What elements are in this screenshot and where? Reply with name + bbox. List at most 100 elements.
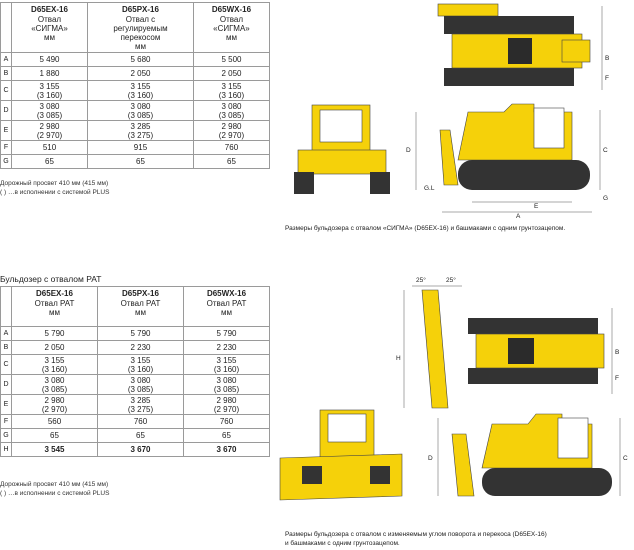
- row-label: F: [0, 140, 12, 155]
- table-cell: 3 285 (3 275): [97, 394, 184, 415]
- table-cell: 3 285 (3 275): [87, 120, 194, 141]
- corner-cell: [0, 2, 12, 53]
- table-cell: 3 670: [97, 442, 184, 457]
- dim-label-b: B: [605, 55, 609, 62]
- plus-system-note: ( ) …в исполнении с системой PLUS: [0, 189, 110, 196]
- row-label: D: [0, 100, 12, 121]
- row-label: E: [0, 394, 12, 415]
- table-cell: 2 980 (2 970): [10, 120, 89, 141]
- table-cell: 3 155 (3 160): [10, 80, 89, 101]
- table-cell: 65: [11, 428, 98, 443]
- dim-label-d-pat: D: [428, 455, 433, 462]
- table-cell: 65: [183, 428, 270, 443]
- table-cell: 5 490: [10, 52, 89, 67]
- angle-label-right: 25°: [446, 276, 456, 284]
- table-cell: 3 080 (3 085): [87, 100, 194, 121]
- row-label: A: [0, 52, 12, 67]
- table-cell: 5 790: [183, 326, 270, 341]
- corner-cell: [0, 286, 12, 327]
- caption-pat-line2: и башмаками с одним грунтозацепом.: [285, 540, 400, 547]
- table-cell: 65: [97, 428, 184, 443]
- table-cell: 510: [10, 140, 89, 155]
- table-cell: 2 980 (2 970): [183, 394, 270, 415]
- caption-sigma: Размеры бульдозера с отвалом «СИГМА» (D6…: [285, 225, 566, 232]
- table-cell: 3 545: [11, 442, 98, 457]
- dim-label-gl: G.L: [424, 185, 435, 192]
- top-view-pat: 25° 25° H B F: [396, 276, 619, 409]
- row-label: G: [0, 154, 12, 169]
- row-label: C: [0, 80, 12, 101]
- row-label: F: [0, 414, 12, 429]
- table-cell: 65: [10, 154, 89, 169]
- table-cell: 760: [97, 414, 184, 429]
- table-cell: 5 790: [11, 326, 98, 341]
- table-cell: 760: [183, 414, 270, 429]
- dozer-drawing-pat: 25° 25° H B F D C: [279, 276, 628, 501]
- table-cell: 3 670: [183, 442, 270, 457]
- row-label: B: [0, 340, 12, 355]
- dim-label-e: E: [534, 203, 539, 210]
- dim-label-f: F: [605, 75, 609, 82]
- table-cell: 5 680: [87, 52, 194, 67]
- table-cell: 560: [11, 414, 98, 429]
- table-cell: 2 050: [11, 340, 98, 355]
- row-label: G: [0, 428, 12, 443]
- table-cell: 2 050: [192, 66, 271, 81]
- front-view-pat: [279, 409, 403, 501]
- row-label: C: [0, 354, 12, 375]
- row-label: E: [0, 120, 12, 141]
- table-cell: 5 790: [97, 326, 184, 341]
- table-cell: 1 880: [10, 66, 89, 81]
- dozer-drawing-sigma: B F D G.L A E C G: [294, 3, 609, 220]
- dim-label-d: D: [406, 147, 411, 154]
- table-cell: 2 980 (2 970): [192, 120, 271, 141]
- table-cell: 3 155 (3 160): [11, 354, 98, 375]
- table-cell: 3 080 (3 085): [11, 374, 98, 395]
- table-cell: 2 230: [183, 340, 270, 355]
- ground-clearance-note-2: Дорожный просвет 410 мм (415 мм): [0, 481, 109, 488]
- row-label: B: [0, 66, 12, 81]
- section-title-pat: Бульдозер с отвалом PAT: [0, 274, 102, 284]
- table-cell: 3 155 (3 160): [183, 354, 270, 375]
- table-cell: 2 980 (2 970): [11, 394, 98, 415]
- table-cell: 65: [87, 154, 194, 169]
- table-cell: 3 155 (3 160): [87, 80, 194, 101]
- table-cell: 2 230: [97, 340, 184, 355]
- row-label: H: [0, 442, 12, 457]
- dim-label-c-pat: C: [623, 455, 628, 462]
- table-cell: 760: [192, 140, 271, 155]
- side-view-sigma: D G.L A E C G: [406, 103, 608, 220]
- table-cell: 3 080 (3 085): [97, 374, 184, 395]
- ground-clearance-note: Дорожный просвет 410 мм (415 мм): [0, 180, 109, 187]
- dim-label-f-pat: F: [615, 375, 619, 382]
- table-cell: 65: [192, 154, 271, 169]
- table-cell: 2 050: [87, 66, 194, 81]
- top-view-sigma: B F: [437, 3, 609, 90]
- table-cell: 915: [87, 140, 194, 155]
- front-view-sigma: [294, 104, 390, 194]
- dim-label-h: H: [396, 355, 401, 362]
- table-cell: 3 080 (3 085): [10, 100, 89, 121]
- angle-label-left: 25°: [416, 276, 426, 284]
